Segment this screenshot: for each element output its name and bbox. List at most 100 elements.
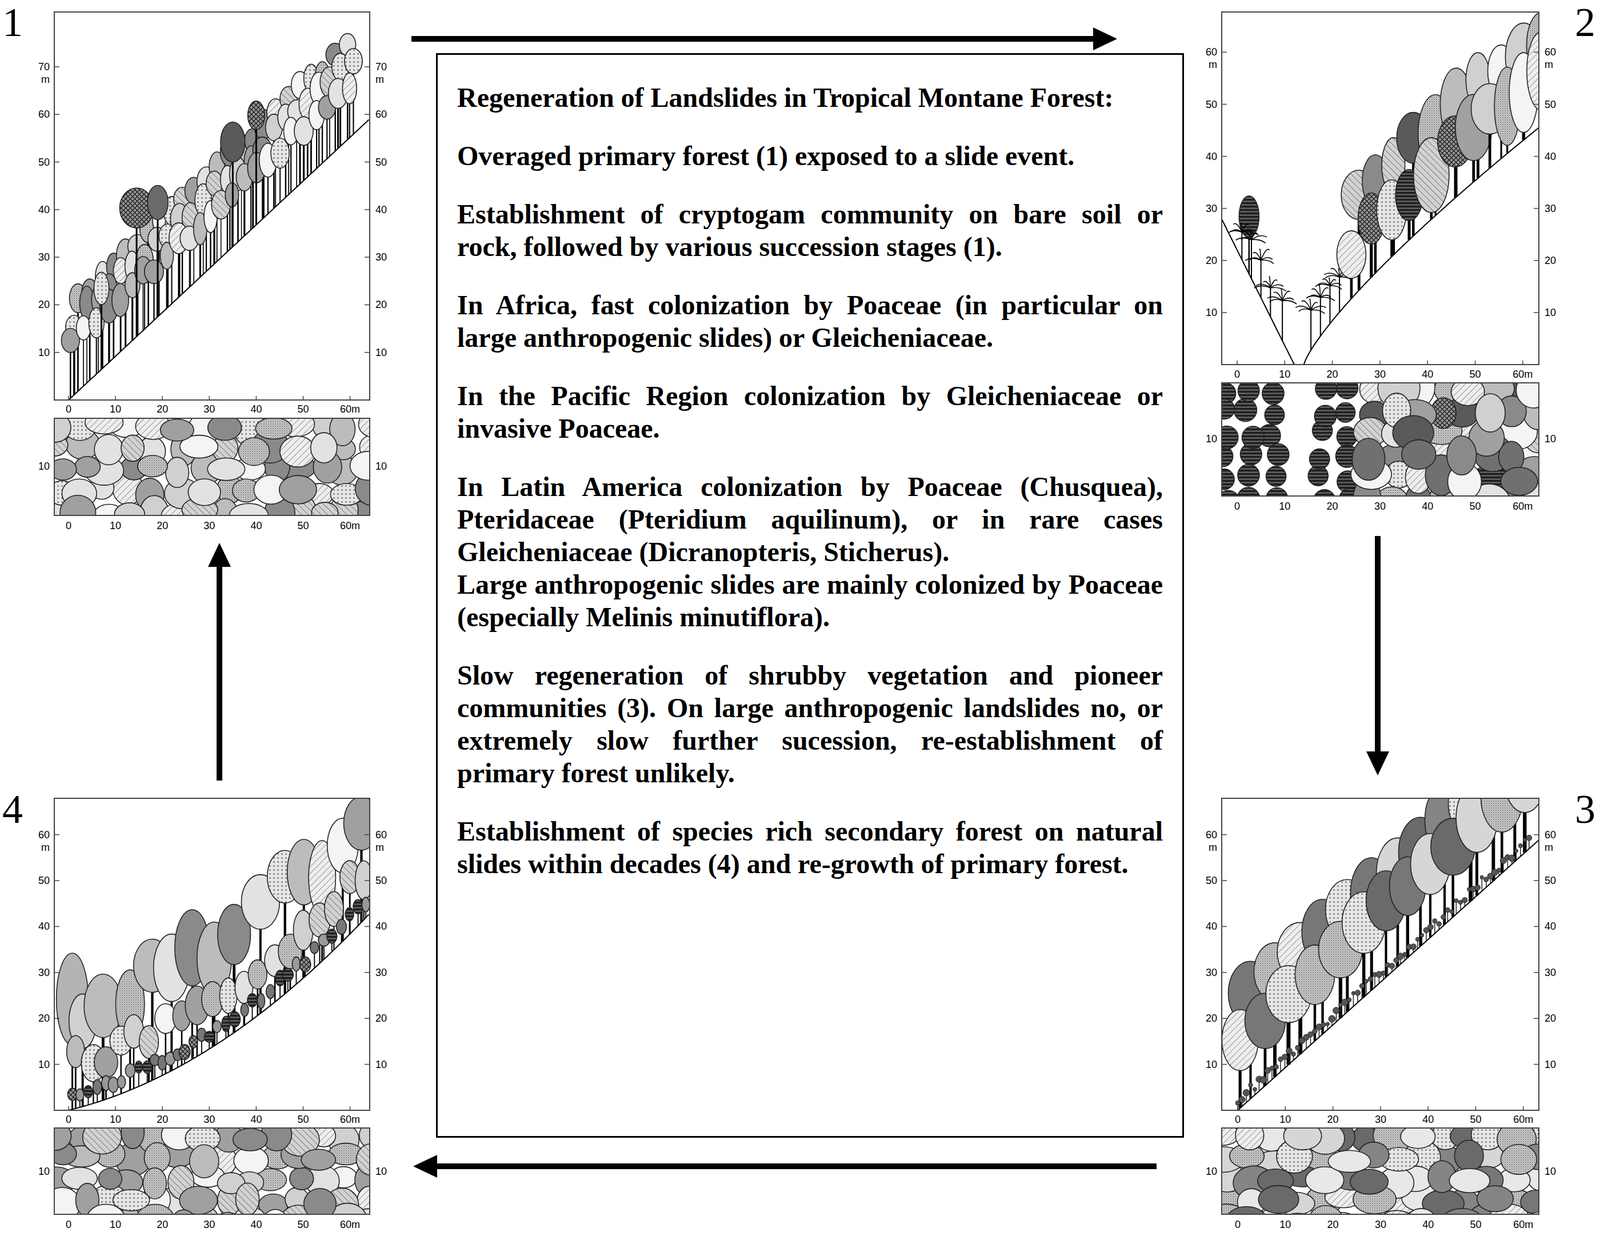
crown-plan-view	[1221, 1128, 1539, 1215]
tick-mark	[364, 1017, 370, 1019]
axis-tick-label: 60 m	[375, 828, 387, 854]
arrow-head	[1366, 751, 1390, 776]
crown-outline	[1352, 438, 1385, 480]
crown-outline	[1235, 1128, 1264, 1150]
crown-plan-view	[54, 418, 370, 516]
tick-mark	[1475, 1106, 1477, 1111]
axis-tick-label: 20	[1544, 1012, 1556, 1025]
axis-tick-label: 0	[65, 519, 72, 532]
body-text: Establishment of cryptogam community on …	[457, 197, 1163, 263]
shrub	[1238, 1096, 1246, 1103]
tree-crown	[248, 101, 266, 130]
tick-mark	[68, 396, 70, 400]
axis-tick-label: 60	[375, 108, 387, 121]
axis-tick-label: 60m	[1513, 1113, 1534, 1126]
crown-outline	[1267, 444, 1290, 466]
tree-crown	[147, 185, 168, 220]
axis-tick-label: 20	[1205, 1012, 1218, 1025]
axis-tick-label: 60m	[340, 1113, 360, 1126]
tick-mark	[1522, 360, 1524, 365]
axis-tick-label: 10	[375, 1058, 387, 1071]
tree-crown	[310, 941, 319, 954]
crown-outline	[137, 455, 168, 477]
tree-crown	[354, 860, 370, 900]
axis-tick-label: 10	[38, 1058, 50, 1071]
tick-mark	[161, 396, 163, 400]
shrub	[1514, 849, 1518, 853]
tick-mark	[1221, 926, 1227, 928]
crown-outline	[1335, 402, 1355, 423]
tree-trunk	[1241, 232, 1243, 260]
crown-outline	[1238, 382, 1260, 402]
axis-tick-label: 20	[156, 402, 168, 416]
shrub	[1497, 868, 1502, 872]
palm-frond	[1325, 275, 1340, 278]
tree-crown	[353, 899, 363, 914]
crown-outline	[1266, 487, 1288, 496]
tree-crown	[93, 1079, 102, 1095]
tick-mark	[1285, 1106, 1287, 1111]
tick-mark	[364, 66, 370, 68]
tick-mark	[364, 256, 370, 258]
axis-tick-label: 20	[1326, 368, 1339, 381]
tree-crown	[220, 122, 246, 163]
palm-frond	[1309, 298, 1311, 310]
axis-tick-label: 50	[375, 156, 387, 169]
shrub	[1248, 1082, 1253, 1087]
tree-trunk	[136, 217, 138, 336]
palm-frond	[1236, 237, 1252, 240]
panel-number: 2	[1574, 1, 1596, 43]
tree-crown	[292, 957, 300, 972]
crown-outline	[1336, 382, 1358, 399]
crown-plan-view	[54, 1128, 370, 1215]
tree-crown	[84, 1085, 93, 1098]
shrub	[1441, 914, 1446, 920]
palm-frond	[1320, 297, 1335, 301]
tick-mark	[1533, 1017, 1539, 1019]
tree-trunk	[243, 184, 246, 236]
crown-outline	[1500, 1144, 1537, 1175]
tree-crown	[1238, 196, 1259, 238]
tick-mark	[54, 113, 60, 115]
axis-tick-label: 50	[297, 402, 309, 416]
axis-tick-label: 10	[109, 519, 122, 532]
axis-tick-label: 10	[109, 1218, 122, 1231]
ground-line	[54, 120, 369, 401]
axis-tick-label: 30	[38, 966, 50, 979]
crown-outline	[1283, 1128, 1322, 1150]
tree-crown	[1526, 31, 1539, 111]
tree-trunk	[1269, 288, 1271, 318]
axis-tick-label: 40	[1544, 150, 1556, 163]
tree-trunk	[153, 277, 155, 321]
panel-illustration	[1203, 708, 1565, 1240]
arrow-head	[413, 1154, 438, 1178]
body-text: Slow regeneration of shrubby vegetation …	[457, 658, 1163, 790]
tick-mark	[364, 352, 370, 354]
tick-mark	[1332, 1106, 1334, 1111]
axis-tick-label: 50	[297, 519, 309, 532]
axis-tick-label: 70 m	[38, 60, 50, 86]
axis-tick-label: 50	[1544, 874, 1556, 887]
crown-outline	[1328, 1150, 1371, 1172]
tick-mark	[364, 304, 370, 306]
shrub	[1389, 963, 1395, 970]
profile-view	[54, 798, 370, 1111]
tree-crown	[1504, 798, 1539, 813]
palm-frond	[1251, 239, 1266, 243]
tick-mark	[1522, 1106, 1524, 1111]
axis-tick-label: 40	[1421, 368, 1434, 381]
crown-outline	[310, 432, 338, 463]
shrub	[1402, 952, 1407, 957]
palm-frond	[1270, 287, 1287, 291]
axis-tick-label: 30	[375, 966, 387, 979]
axis-tick-label: 10	[1205, 432, 1218, 446]
cycle-arrow	[208, 542, 231, 781]
axis-tick-label: 30	[375, 250, 387, 264]
crown-outline	[1315, 382, 1337, 400]
axis-tick-label: 60	[38, 108, 50, 121]
tick-mark	[1237, 1106, 1239, 1111]
tick-mark	[1533, 156, 1539, 158]
tree-crown	[344, 48, 363, 74]
tick-mark	[349, 1106, 351, 1111]
ground-line	[1221, 837, 1539, 1111]
